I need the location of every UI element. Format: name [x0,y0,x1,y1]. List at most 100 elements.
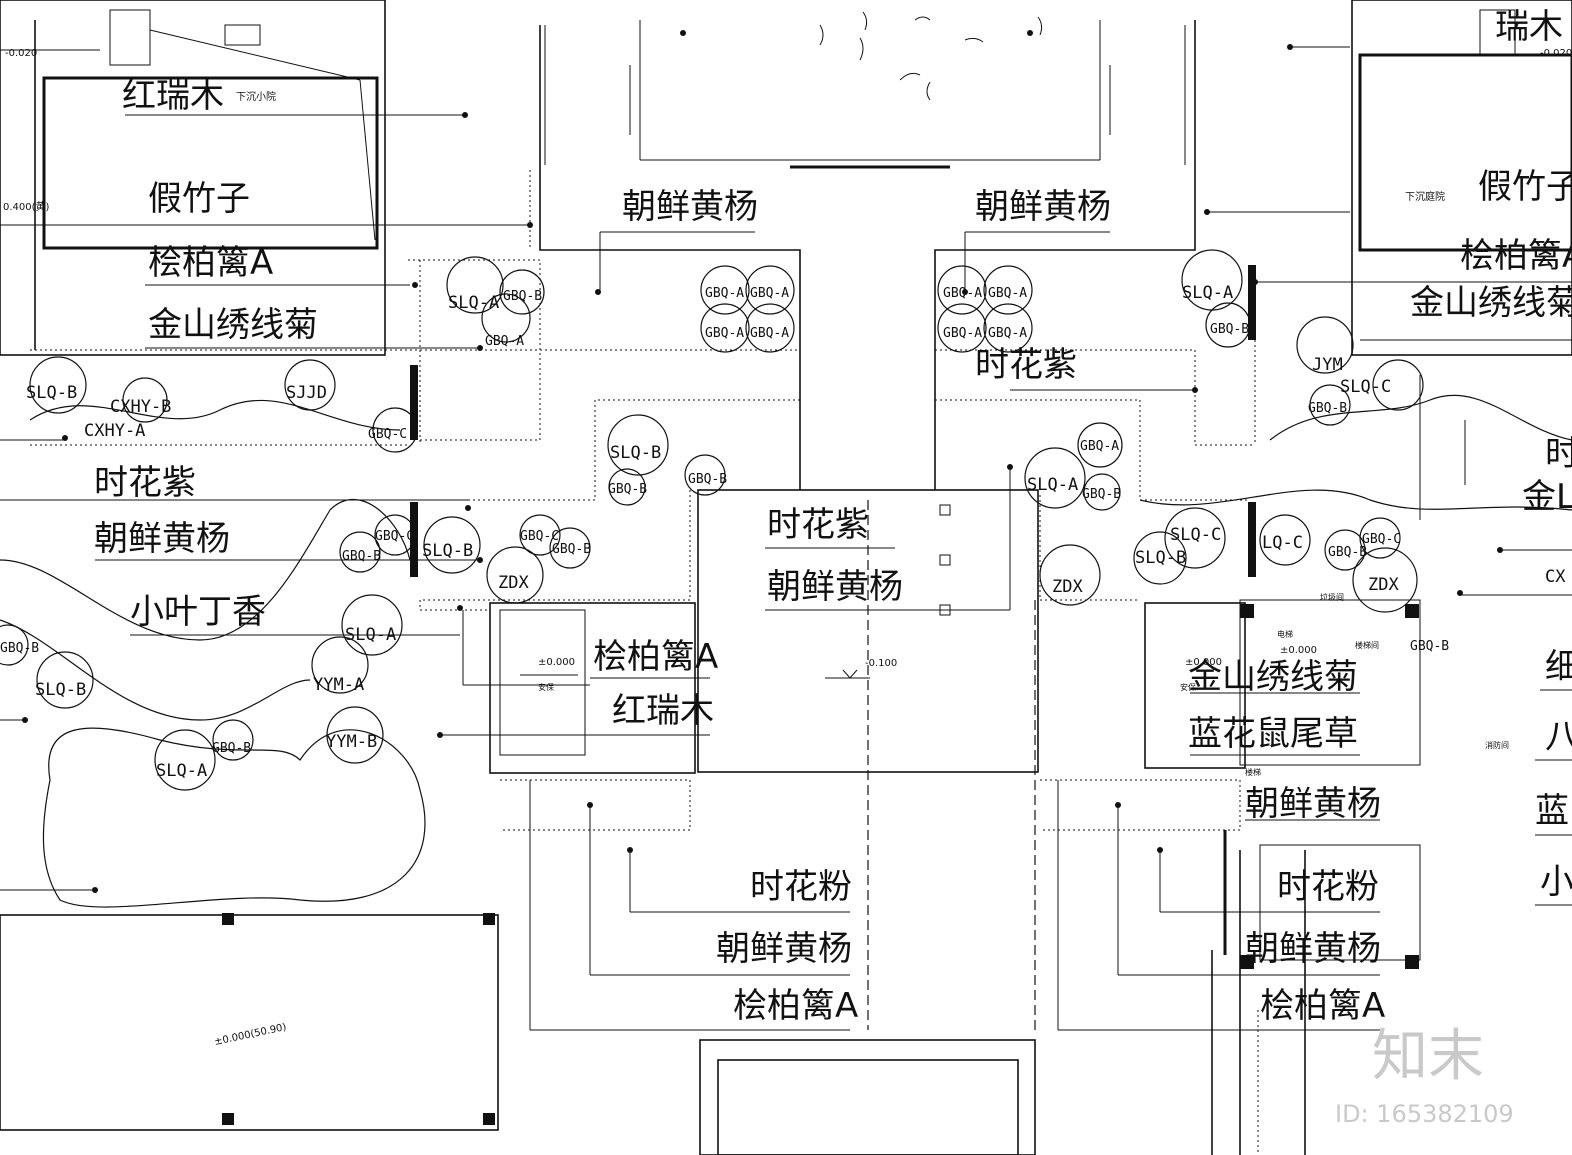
tree-code: YYM-A [313,675,364,695]
label-chaoxian: 朝鲜黄杨 [1245,784,1381,824]
label-chaoxian: 朝鲜黄杨 [622,187,758,227]
left-room [489,602,696,774]
label-guibolia: 桧柏篱A [148,243,273,283]
tree-code: GBQ-C [368,427,407,442]
label-jinshan: 金山绣线菊 [148,305,318,345]
tree-symbols [0,249,1424,791]
tree-code: GBQ-C [1362,532,1401,547]
tree-code: GBQ-B [212,741,251,756]
tree-code: GBQ-A [705,286,744,301]
label-guibolia: 桧柏篱A [593,637,718,677]
tree-code: GBQ-A [943,286,982,301]
tree-code: JYM [1312,355,1343,375]
plant-name-labels: 红瑞木 假竹子 桧柏篱A 金山绣线菊 时花紫 朝鲜黄杨 小叶丁香 朝鲜黄杨 朝鲜… [94,7,1572,1026]
tree-code: SLQ-B [610,443,661,463]
label-shihuafen: 时花粉 [750,867,852,907]
label-chaoxian: 朝鲜黄杨 [716,929,852,969]
tree-code: GBQ-A [1080,439,1119,454]
room-note: 楼梯间 [1355,640,1379,650]
tree-code: GBQ-C [520,529,559,544]
label-jinshan: 金山绣线菊 [1410,283,1572,323]
tree-code: GBQ-B [342,549,381,564]
label-xiaoye: 小叶丁香 [130,592,266,632]
label-chaoxian: 朝鲜黄杨 [767,567,903,607]
room-note: 电梯 [1277,629,1293,639]
label-guibolia: 桧柏篱A [1260,986,1385,1026]
tree-code-labels: SLQ-A GBQ-B GBQ-A GBQ-A GBQ-A GBQ-A GBQ-… [0,283,1449,781]
label-guibolia: 桧柏篱A [1460,236,1572,276]
tree-code: SLQ-A [448,293,499,313]
tree-code: GBQ-A [485,334,524,349]
tree-code: GBQ-A [705,326,744,341]
tree-code: GBQ-B [552,542,591,557]
elevation-mark: ±0.000 [538,657,575,668]
tree-code: SLQ-B [26,383,77,403]
room-note: 安保 [538,682,554,692]
room-note: 消防间 [1485,740,1509,750]
tree-code: GBQ-A [988,286,1027,301]
watermark: 知末 ID: 165382109 [1335,1024,1514,1128]
decorative-leaves [819,11,1043,101]
label-partial: 金L [1522,477,1572,517]
watermark-logo: 知末 [1372,1024,1484,1089]
tree-code: SLQ-A [1027,475,1078,495]
watermark-id: ID: 165382109 [1335,1100,1514,1128]
tree-code: ZDX [1052,577,1083,597]
label-jiazhuzi: 假竹子 [1478,167,1572,207]
label-partial: 时 [1545,434,1572,474]
label-guibolia: 桧柏篱A [733,986,858,1026]
bottom-center-pool [717,1059,1019,1155]
elevation-mark: -0.020 [1540,48,1572,59]
left-building-outline [0,0,386,356]
elevation-mark: -0.020 [5,48,37,59]
center-right-wall [934,20,1196,490]
tree-code: GBQ-B [1082,487,1121,502]
tree-code: CXHY-B [110,397,171,417]
tree-code: GBQ-B [0,641,39,656]
tree-code: GBQ-A [750,326,789,341]
room-note: 楼梯 [1245,767,1261,777]
tree-code: LQ-C [1262,533,1303,553]
tree-code: GBQ-B [1328,545,1367,560]
label-shihuazi: 时花紫 [767,505,869,545]
tree-code: GBQ-B [503,289,542,304]
shrub-masses [0,394,1572,908]
right-sunken-court [1358,53,1572,252]
area-note: 下沉庭院 [1405,190,1445,203]
tree-code: GBQ-A [988,326,1027,341]
tree-code: YYM-B [326,732,377,752]
right-room [1144,602,1246,769]
label-shihuazi: 时花紫 [975,345,1077,385]
room-note: 安保 [1180,682,1196,692]
label-partial: 小 [1540,862,1572,902]
tree-code: GBQ-B [1210,322,1249,337]
label-shihuazi: 时花紫 [94,463,196,503]
label-hongruimu: 红瑞木 [612,691,714,731]
label-chaoxian: 朝鲜黄杨 [975,187,1111,227]
elevation-mark: -0.100 [865,658,897,669]
tree-code: SLQ-B [35,680,86,700]
tree-code: SLQ-A [1182,283,1233,303]
tree-code: GBQ-A [750,286,789,301]
label-jiazhuzi: 假竹子 [148,179,250,219]
elevation-mark: 0.400(黄) [3,200,50,213]
tree-code: SLQ-B [422,541,473,561]
right-building-outline [1351,0,1572,356]
label-chaoxian: 朝鲜黄杨 [94,519,230,559]
leader-dots [22,30,1503,893]
tree-code: SLQ-A [156,761,207,781]
tree-code: GBQ-B [688,472,727,487]
label-hongruimu: 红瑞木 [122,76,224,116]
label-shihuafen: 时花粉 [1277,867,1379,907]
label-lanhua: 蓝花鼠尾草 [1188,714,1358,754]
bottom-left-building [0,914,499,1131]
tree-code: GBQ-B [1308,401,1347,416]
elevation-mark: ±0.000 [1280,645,1317,656]
tree-code: GBQ-C [375,529,414,544]
tree-code: SLQ-C [1170,525,1221,545]
tree-code: ZDX [1368,575,1399,595]
label-chaoxian: 朝鲜黄杨 [1245,929,1381,969]
tree-code: GBQ-A [943,326,982,341]
label-partial: 蓝 [1535,791,1569,831]
